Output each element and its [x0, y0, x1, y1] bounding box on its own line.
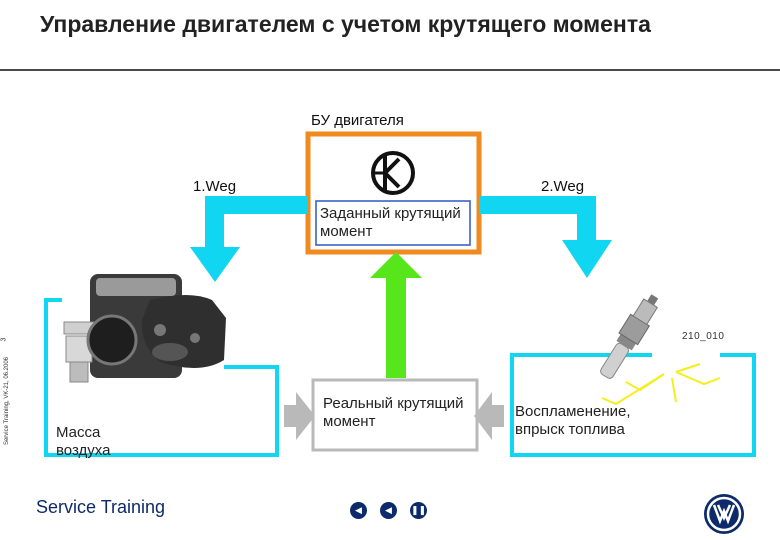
- path1-label: 1.Weg: [193, 178, 237, 195]
- prev-page-icon[interactable]: ◀: [380, 502, 397, 519]
- left-gray-arrow: [284, 392, 315, 440]
- right-gray-arrow: [474, 392, 504, 440]
- pause-icon[interactable]: ❚❚: [410, 502, 427, 519]
- vw-logo-icon: [704, 494, 744, 534]
- feedback-green-arrow: [370, 252, 422, 378]
- torque-k-symbol-icon: [371, 151, 415, 195]
- path1-arrow: [190, 196, 308, 282]
- spark-plug-icon: [600, 294, 721, 406]
- actual-torque-box: [311, 378, 479, 452]
- ignition-loop: [510, 353, 756, 457]
- figure-code: 210_010: [682, 331, 725, 342]
- actual-torque-label: Реальный крутящий момент: [323, 395, 464, 430]
- ignition-label: Воспламенение, впрыск топлива: [515, 403, 631, 438]
- air-mass-loop: [44, 298, 279, 457]
- throttle-body-icon: [63, 274, 226, 383]
- target-torque-label: Заданный крутящий момент: [320, 205, 461, 240]
- slide-title: Управление двигателем с учетом крутящего…: [40, 11, 651, 37]
- ecu-box: [305, 131, 482, 255]
- path2-label: 2.Weg: [541, 178, 585, 195]
- title-divider: [0, 69, 780, 71]
- path2-arrow: [479, 196, 612, 278]
- first-page-icon[interactable]: ◀: [350, 502, 367, 519]
- footer-brand: Service Training: [36, 497, 166, 517]
- target-torque-box: [315, 200, 471, 246]
- air-mass-label: Масса воздуха: [56, 424, 111, 459]
- ecu-label: БУ двигателя: [311, 112, 404, 129]
